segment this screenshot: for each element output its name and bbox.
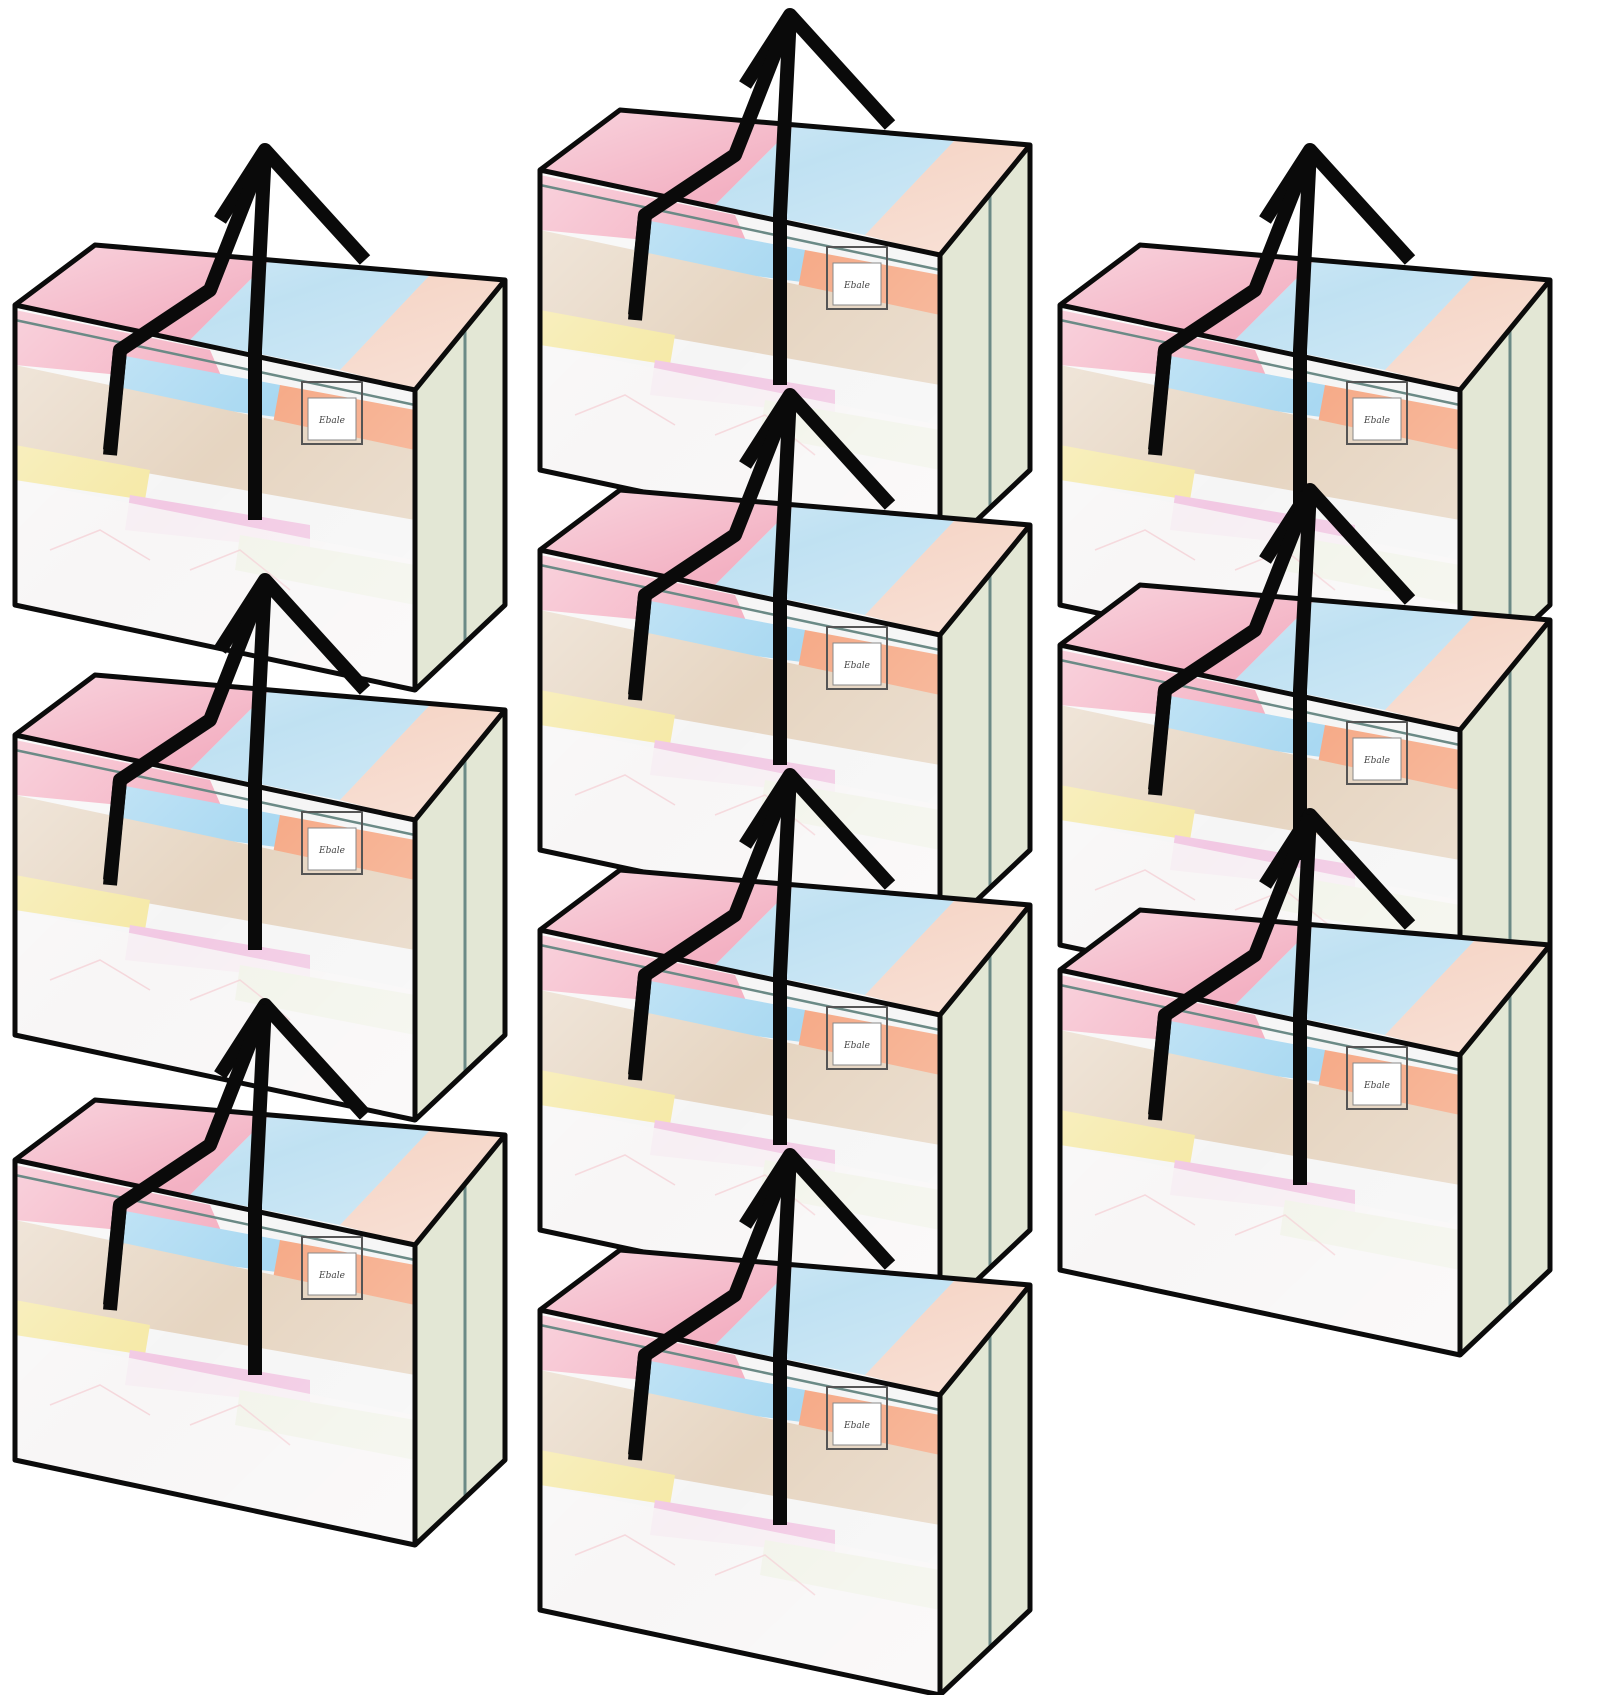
storage-bag-illustration: Ebale bbox=[12, 573, 508, 1123]
product-image: Ebale bbox=[10, 8, 1575, 1695]
storage-bag: Ebale bbox=[10, 998, 530, 1548]
storage-bag: Ebale bbox=[10, 143, 530, 693]
label-tag-text: Ebale bbox=[843, 281, 870, 291]
label-tag-text: Ebale bbox=[1363, 756, 1390, 766]
storage-bag: Ebale bbox=[1055, 808, 1575, 1358]
label-tag-text: Ebale bbox=[843, 1421, 870, 1431]
storage-bag-illustration: Ebale bbox=[537, 388, 1033, 938]
storage-bag-illustration: Ebale bbox=[12, 998, 508, 1548]
label-tag-text: Ebale bbox=[1363, 1081, 1390, 1091]
storage-bag: Ebale bbox=[10, 573, 530, 1123]
label-tag-text: Ebale bbox=[1363, 416, 1390, 426]
storage-bag: Ebale bbox=[535, 1148, 1055, 1695]
label-tag-text: Ebale bbox=[843, 661, 870, 671]
storage-bag-illustration: Ebale bbox=[1057, 808, 1553, 1358]
storage-bag: Ebale bbox=[535, 388, 1055, 938]
storage-bag-illustration: Ebale bbox=[12, 143, 508, 693]
label-tag-text: Ebale bbox=[318, 846, 345, 856]
label-tag-text: Ebale bbox=[318, 416, 345, 426]
storage-bag-illustration: Ebale bbox=[537, 1148, 1033, 1695]
label-tag-text: Ebale bbox=[843, 1041, 870, 1051]
label-tag-text: Ebale bbox=[318, 1271, 345, 1281]
